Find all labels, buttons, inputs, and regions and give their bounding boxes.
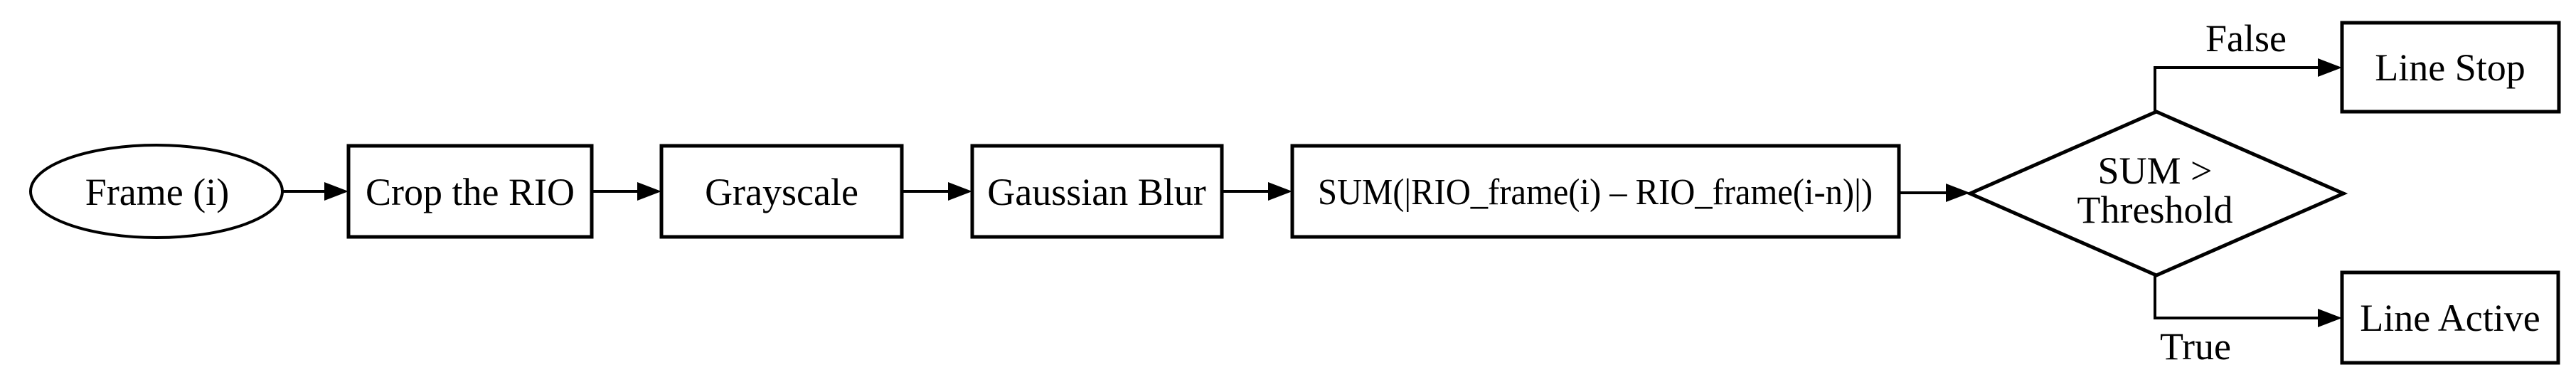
connector-false-branch [2154, 66, 2319, 112]
line-stop-box [2340, 21, 2561, 114]
connector-true-branch [2154, 275, 2319, 319]
crop-roi-box [346, 144, 594, 239]
line-active-label: Line Active [2360, 297, 2540, 339]
sum-diff-box [1290, 144, 1901, 239]
crop-roi-label: Crop the RIO [366, 171, 575, 213]
arrowhead-crop-to-grayscale [637, 182, 661, 201]
arrowhead-sum-to-decision [1946, 184, 1970, 202]
start-node-label: Frame (i) [85, 171, 229, 213]
start-node-ellipse [29, 144, 284, 239]
arrowhead-blur-to-sum [1268, 182, 1292, 201]
true-branch-label: True [2160, 325, 2231, 368]
line-stop-label: Line Stop [2375, 46, 2526, 89]
false-branch-label: False [2205, 17, 2287, 60]
line-active-box [2340, 270, 2560, 365]
arrowhead-start-to-crop [324, 182, 348, 201]
sum-diff-label: SUM(|RIO_frame(i) – RIO_frame(i-n)|) [1318, 172, 1873, 213]
decision-diamond [1965, 110, 2348, 277]
arrowhead-grayscale-to-blur [948, 182, 972, 201]
arrowhead-false-branch [2318, 58, 2342, 77]
gaussian-blur-label: Gaussian Blur [987, 171, 1205, 213]
decision-label-line2: Threshold [2077, 189, 2233, 231]
decision-label-line1: SUM > [2098, 149, 2213, 192]
arrowhead-true-branch [2318, 309, 2342, 327]
grayscale-label: Grayscale [705, 171, 858, 213]
